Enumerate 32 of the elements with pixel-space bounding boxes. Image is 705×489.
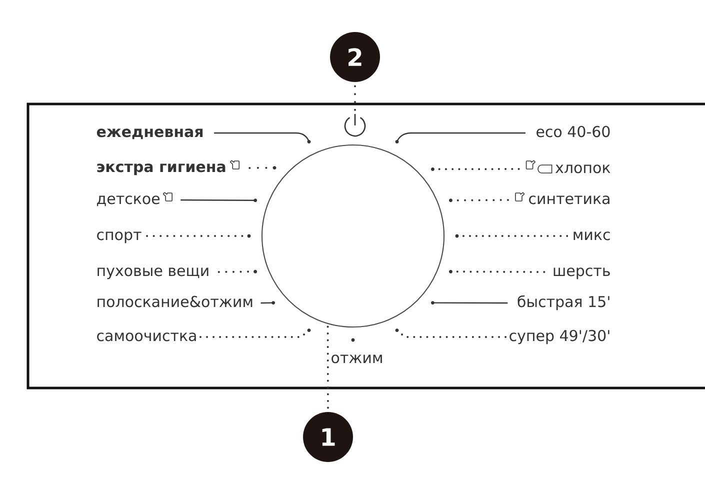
leader-line	[146, 235, 245, 237]
program-label: супер 49'/30'	[510, 330, 610, 344]
program-label: микс	[574, 232, 610, 240]
program-label: хлопок	[556, 164, 610, 174]
program-label: полоскание&отжим	[98, 296, 252, 308]
callout-number: 2	[330, 32, 380, 82]
leader-line	[455, 199, 509, 202]
power-icon	[344, 113, 366, 137]
program-label: шерсть	[554, 268, 610, 280]
program-label: быстрая 15'	[518, 295, 610, 310]
leader-line	[326, 323, 329, 409]
leader-line	[455, 270, 546, 273]
leader-line	[180, 199, 256, 201]
leader-line	[218, 270, 251, 273]
leader-line	[461, 235, 568, 237]
program-label: детское	[97, 196, 160, 206]
leader-line	[432, 302, 508, 304]
program-label: ежедневная	[96, 128, 203, 140]
callout-number: 1	[303, 412, 353, 462]
leader-line	[396, 132, 526, 142]
program-label: отжим	[332, 354, 382, 364]
leader-line	[400, 332, 507, 338]
program-label: пуховые вещи	[98, 268, 208, 280]
program-label: самоочистка	[97, 332, 196, 342]
program-label: экстра гигиена	[97, 164, 226, 176]
program-label: синтетика	[529, 196, 610, 204]
leader-line	[260, 302, 274, 304]
leader-line	[437, 168, 520, 170]
program-label: eco 40-60	[536, 126, 610, 138]
program-label: спорт	[97, 232, 142, 244]
leader-line	[200, 332, 306, 338]
leader-line	[214, 132, 310, 142]
